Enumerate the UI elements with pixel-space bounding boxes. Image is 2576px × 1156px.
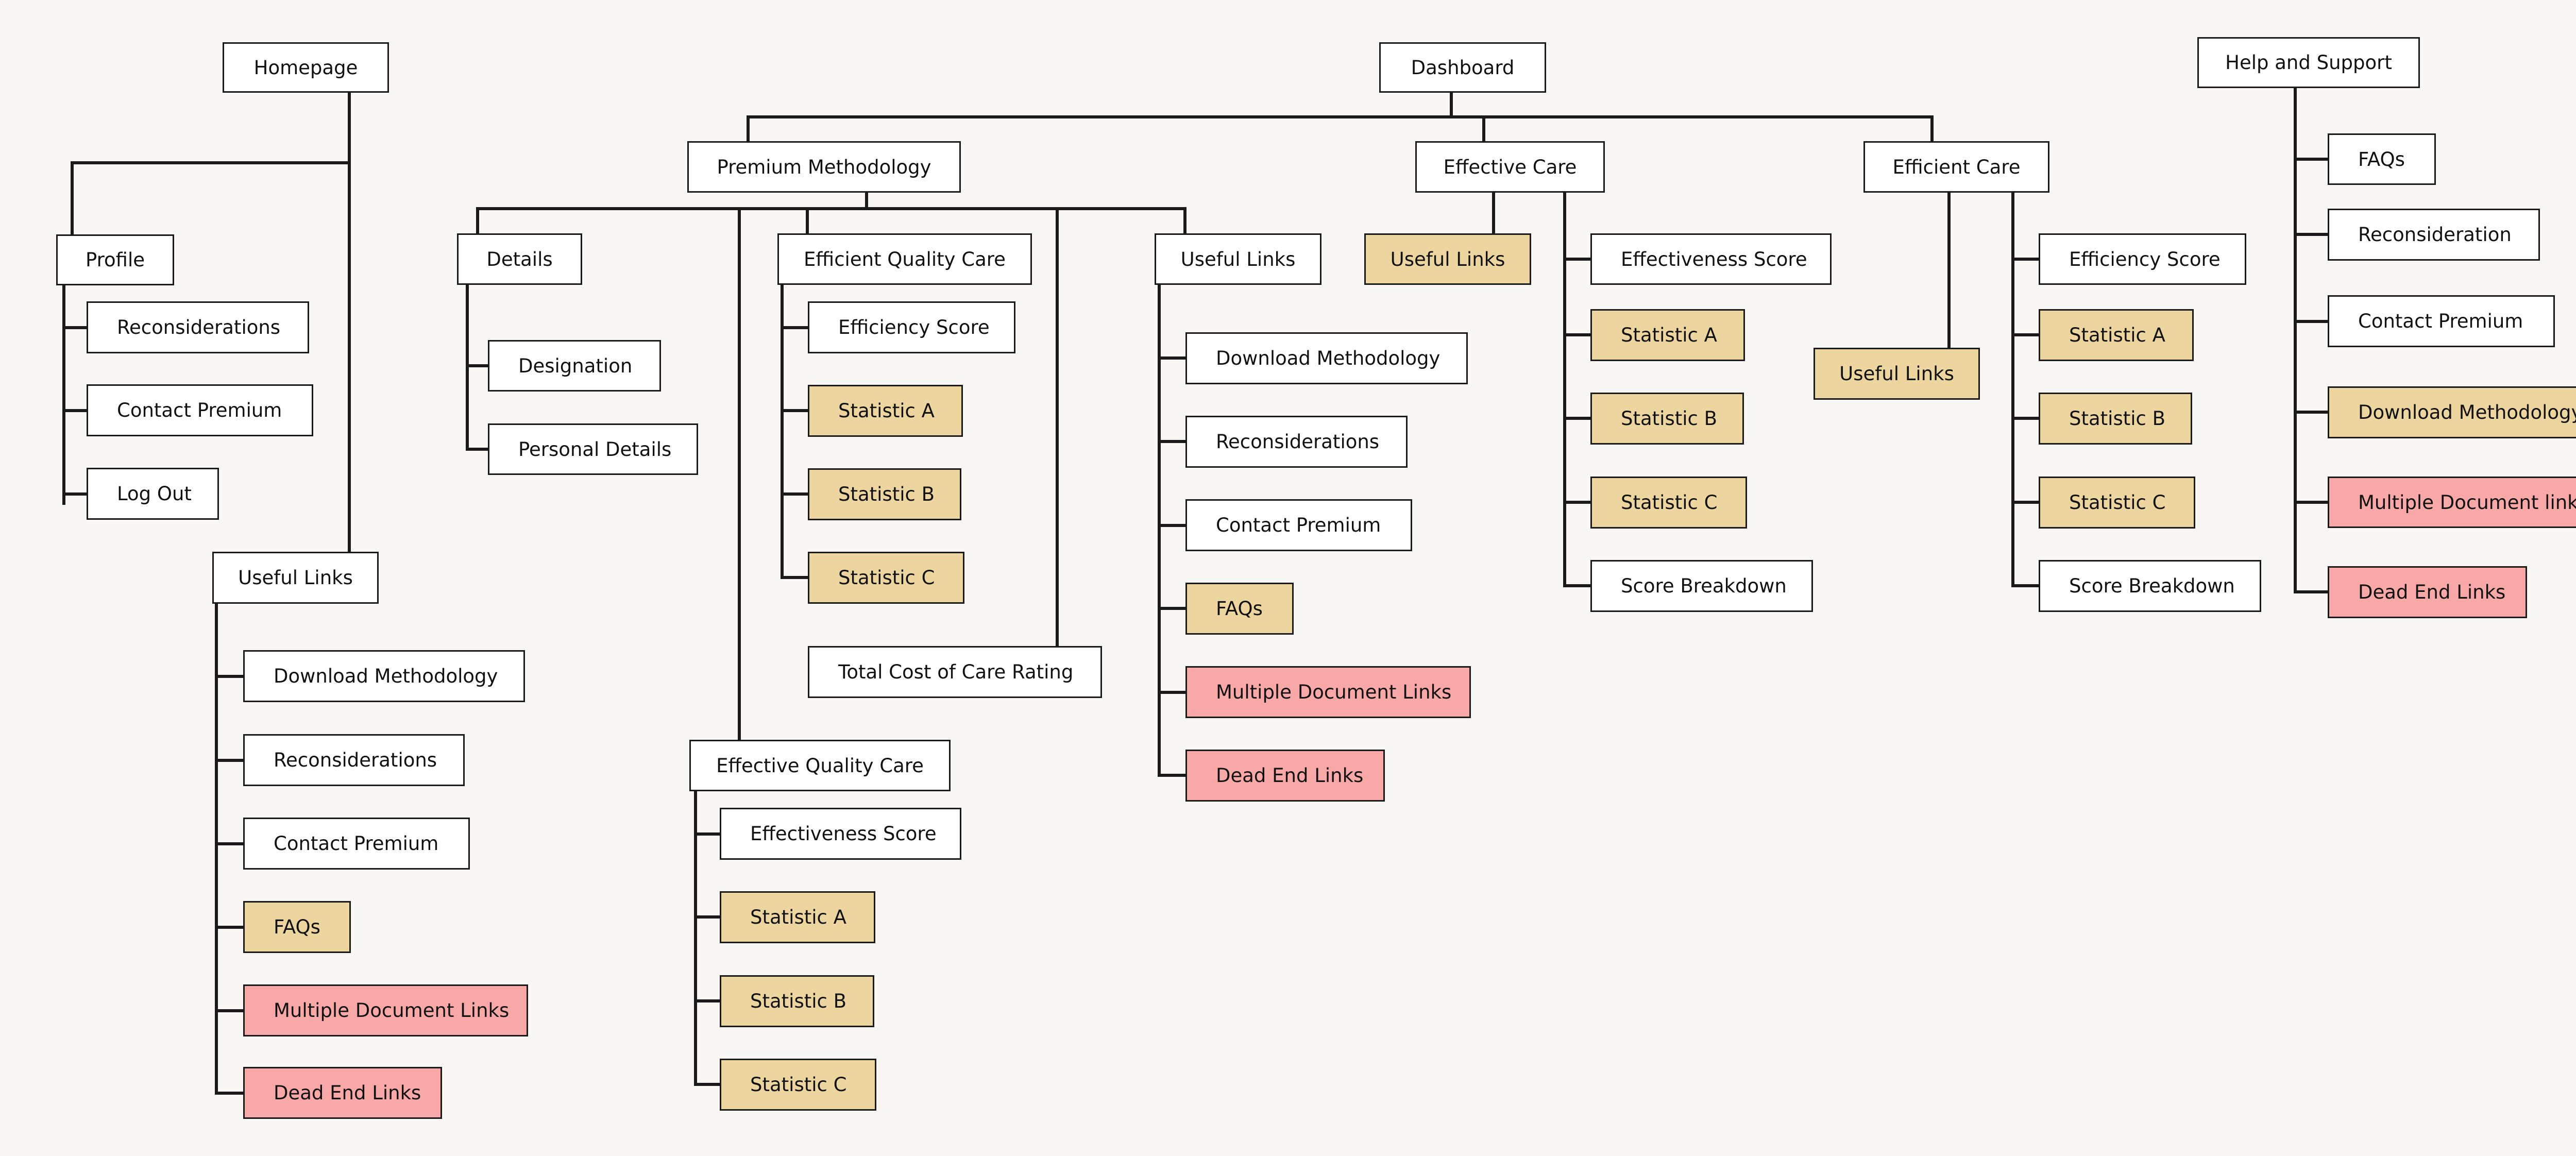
node-details: Details (457, 233, 582, 285)
node-efq-stat-c: Statistic C (720, 1059, 876, 1111)
node-eqc-efficiency-score: Efficiency Score (808, 301, 1015, 353)
node-profile-log-out: Log Out (87, 468, 219, 520)
node-ec-stat-a: Statistic A (1590, 309, 1745, 361)
node-personal-details: Personal Details (488, 423, 698, 475)
node-pm-ul-dead-end: Dead End Links (1185, 750, 1385, 802)
node-effective-quality-care: Effective Quality Care (689, 740, 951, 791)
node-eqc-stat-a: Statistic A (808, 385, 963, 437)
node-designation: Designation (488, 340, 661, 392)
node-pm-ul-contact: Contact Premium (1185, 499, 1412, 551)
node-help-support: Help and Support (2197, 37, 2420, 88)
node-homepage: Homepage (223, 42, 389, 93)
node-hs-contact: Contact Premium (2328, 295, 2555, 347)
node-efc-score-breakdown: Score Breakdown (2039, 560, 2261, 612)
node-pm-ul-multiple-docs: Multiple Document Links (1185, 666, 1471, 718)
node-home-ul-multiple-docs: Multiple Document Links (243, 984, 528, 1036)
node-total-cost: Total Cost of Care Rating (808, 646, 1102, 698)
node-eqc-stat-b: Statistic B (808, 468, 961, 520)
node-pm-ul-download: Download Methodology (1185, 332, 1468, 384)
node-home-ul-faqs: FAQs (243, 901, 351, 953)
node-home-useful-links: Useful Links (212, 552, 379, 604)
node-pm-useful-links: Useful Links (1155, 233, 1321, 285)
node-efc-stat-a: Statistic A (2039, 309, 2194, 361)
node-efc-stat-b: Statistic B (2039, 393, 2192, 445)
node-hs-reconsideration: Reconsideration (2328, 209, 2540, 261)
node-hs-multiple-docs: Multiple Document links (2328, 477, 2576, 528)
node-efq-effectiveness-score: Effectiveness Score (720, 808, 961, 860)
node-hs-faqs: FAQs (2328, 133, 2436, 185)
node-profile-contact-premium: Contact Premium (87, 384, 313, 436)
node-dashboard: Dashboard (1379, 42, 1546, 93)
node-hs-download: Download Methodology (2328, 386, 2576, 438)
node-pm-ul-faqs: FAQs (1185, 583, 1294, 635)
node-efq-stat-b: Statistic B (720, 975, 874, 1027)
node-hs-dead-end: Dead End Links (2328, 566, 2527, 618)
node-efc-stat-c: Statistic C (2039, 477, 2195, 529)
node-home-ul-contact: Contact Premium (243, 818, 470, 870)
node-profile-reconsiderations: Reconsiderations (87, 301, 309, 353)
node-eqc-stat-c: Statistic C (808, 552, 964, 604)
node-efc-efficiency-score: Efficiency Score (2039, 233, 2246, 285)
node-ec-score-breakdown: Score Breakdown (1590, 560, 1813, 612)
node-ec-effectiveness-score: Effectiveness Score (1590, 233, 1832, 285)
node-efc-useful-links: Useful Links (1814, 348, 1980, 400)
node-effective-care: Effective Care (1415, 141, 1605, 193)
node-efq-stat-a: Statistic A (720, 891, 875, 943)
node-home-ul-dead-end: Dead End Links (243, 1067, 442, 1119)
node-pm-ul-reconsiderations: Reconsiderations (1185, 416, 1408, 468)
node-ec-stat-b: Statistic B (1590, 393, 1744, 445)
node-home-ul-reconsiderations: Reconsiderations (243, 734, 465, 786)
node-premium-methodology: Premium Methodology (687, 141, 961, 193)
node-home-ul-download: Download Methodology (243, 650, 525, 702)
node-ec-useful-links: Useful Links (1364, 233, 1531, 285)
node-efficient-care: Efficient Care (1863, 141, 2049, 193)
node-profile: Profile (56, 234, 174, 285)
node-efficient-quality-care: Efficient Quality Care (777, 233, 1032, 285)
node-ec-stat-c: Statistic C (1590, 477, 1747, 529)
